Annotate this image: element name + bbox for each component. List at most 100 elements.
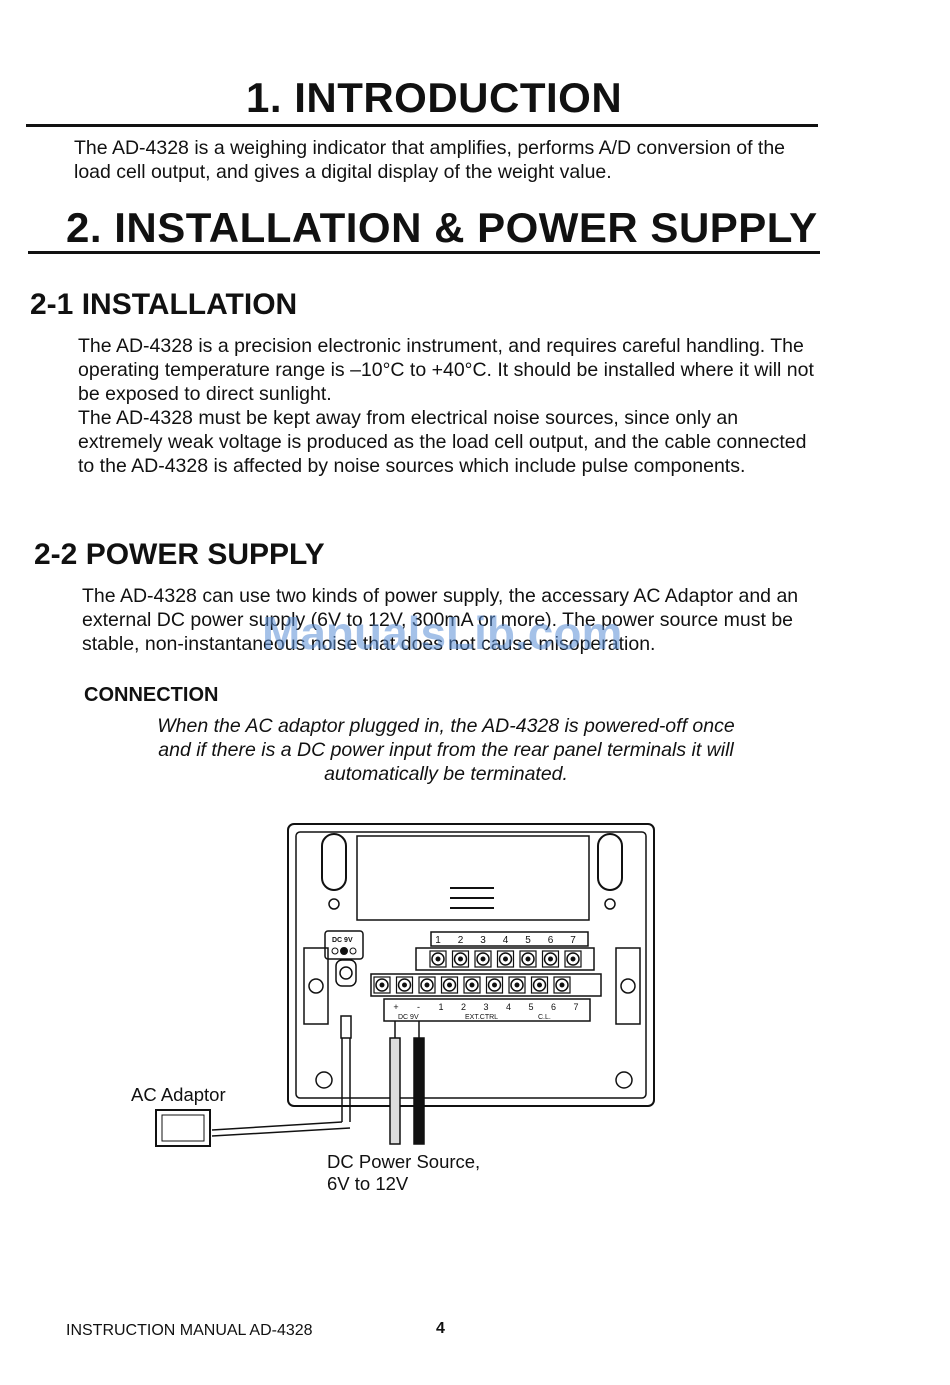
section2-1-body: The AD-4328 is a precision electronic in…	[78, 334, 826, 478]
connection-note: When the AC adaptor plugged in, the AD-4…	[157, 715, 735, 785]
watermark: ManualsLib.com	[262, 607, 623, 659]
case-outline-inner	[295, 831, 647, 1099]
section2-2-body: The AD-4328 can use two kinds of power s…	[82, 584, 832, 656]
lower-screw-8-head	[532, 978, 547, 992]
terminal-number-3: 3	[480, 935, 486, 946]
dc-jack-label: DC 9V	[332, 937, 353, 944]
footer-manual-title: INSTRUCTION MANUAL AD-4328	[66, 1322, 313, 1339]
terminal-number-labels: 1 2 3 4 5 6 7	[435, 935, 576, 946]
page-number: 4	[436, 1320, 445, 1337]
installation-paragraph-1: The AD-4328 is a precision electronic in…	[78, 335, 814, 405]
mount-slot-right	[597, 833, 623, 891]
lower-screw-3-head	[420, 978, 434, 992]
lower-screw-8-center	[537, 982, 542, 988]
dc-jack-socket	[335, 959, 357, 987]
lower-screw-3	[418, 976, 436, 994]
terminal-number-2: 2	[458, 935, 464, 946]
section2-1-title: 2-1 INSTALLATION	[30, 288, 298, 321]
terminal-row-upper	[415, 947, 595, 971]
connection-diagram: DC 9V 1 2 3 4 5 6 7 + - 1 2 3 4 5 6 7 DC 9V EXT.CTRL C…	[155, 823, 655, 1147]
terminal-number-1: 1	[435, 935, 441, 946]
side-bracket-left	[303, 947, 329, 1025]
group-label-extctrl: EXT.CTRL	[465, 1014, 498, 1021]
lower-screw-4-center	[447, 982, 452, 988]
upper-screw-1	[429, 950, 447, 968]
ac-adaptor-label: AC Adaptor	[131, 1084, 226, 1105]
lower-screw-7	[508, 976, 526, 994]
lower-screw-5	[463, 976, 481, 994]
lower-screw-6	[485, 976, 504, 994]
lower-screw-4-head	[442, 978, 457, 992]
dc-source-label: DC Power Source, 6V to 12V	[327, 1151, 480, 1195]
section1-paragraph: The AD-4328 is a weighing indicator that…	[74, 137, 786, 183]
bottom-number-6: 4	[506, 1002, 511, 1012]
upper-screw-7-center	[570, 956, 576, 962]
section2-rule	[28, 251, 820, 254]
lower-screw-6-head	[487, 978, 502, 992]
bottom-number-4: 2	[461, 1002, 466, 1012]
installation-paragraph-2: The AD-4328 must be kept away from elect…	[78, 407, 807, 477]
upper-screw-5-center	[525, 956, 531, 962]
upper-screw-2	[451, 950, 470, 968]
terminal-number-5: 5	[525, 935, 531, 946]
upper-screw-2-head	[453, 952, 468, 966]
upper-screw-4-head	[498, 952, 513, 966]
group-label-dc9v: DC 9V	[398, 1014, 419, 1021]
section2-2-title: 2-2 POWER SUPPLY	[34, 538, 325, 571]
upper-screw-1-center	[435, 956, 441, 962]
dc-cable-negative	[413, 1037, 425, 1145]
section1-rule	[26, 124, 818, 127]
upper-screw-3-center	[480, 956, 486, 962]
mount-slot-left	[321, 833, 347, 891]
upper-screw-6	[541, 950, 560, 968]
lower-screw-3-center	[424, 982, 430, 988]
ac-plug	[340, 1015, 352, 1039]
group-label-cl: C.L.	[538, 1014, 551, 1021]
section1-title: 1. INTRODUCTION	[246, 74, 623, 121]
power-supply-paragraph: The AD-4328 can use two kinds of power s…	[82, 585, 799, 655]
upper-screw-5	[519, 950, 537, 968]
lower-screw-8	[530, 976, 549, 994]
section2-title: 2. INSTALLATION & POWER SUPPLY	[66, 204, 818, 251]
bottom-number-2: -	[417, 1002, 420, 1012]
lower-screw-9-head	[555, 978, 569, 992]
upper-terminal-screws	[429, 950, 582, 968]
lower-screw-7-head	[510, 978, 524, 992]
bottom-number-9: 7	[573, 1002, 578, 1012]
lower-screw-2	[395, 976, 414, 994]
terminal-label-strip	[383, 998, 591, 1022]
lower-screw-1	[373, 976, 391, 994]
upper-screw-7	[564, 950, 582, 968]
lower-screw-5-center	[469, 982, 475, 988]
terminal-number-7: 7	[570, 935, 576, 946]
dc-source-label-line2: 6V to 12V	[327, 1173, 409, 1194]
bottom-number-1: +	[393, 1002, 398, 1012]
lower-screw-7-center	[514, 982, 520, 988]
lower-screw-2-head	[397, 978, 412, 992]
bottom-number-8: 6	[551, 1002, 556, 1012]
case-outline-outer	[287, 823, 655, 1107]
upper-screw-6-head	[543, 952, 558, 966]
lower-screw-4	[440, 976, 459, 994]
dc-cable-positive	[389, 1037, 401, 1145]
upper-screw-3-head	[476, 952, 490, 966]
connection-title: CONNECTION	[84, 684, 219, 706]
dc-source-label-line1: DC Power Source,	[327, 1151, 481, 1172]
lower-terminal-screws	[373, 976, 571, 994]
bottom-number-5: 3	[483, 1002, 488, 1012]
lower-screw-9	[553, 976, 571, 994]
upper-screw-3	[474, 950, 492, 968]
upper-screw-4-center	[503, 956, 508, 962]
terminal-number-strip	[430, 931, 589, 947]
section1-body: The AD-4328 is a weighing indicator that…	[74, 136, 824, 184]
terminal-number-4: 4	[503, 935, 509, 946]
upper-screw-4	[496, 950, 515, 968]
upper-screw-5-head	[521, 952, 535, 966]
upper-screw-2-center	[458, 956, 463, 962]
lower-screw-6-center	[492, 982, 497, 988]
ac-adaptor-box-inner	[161, 1114, 205, 1142]
terminal-number-6: 6	[548, 935, 554, 946]
lower-screw-5-head	[465, 978, 479, 992]
terminal-row-lower	[370, 973, 602, 997]
